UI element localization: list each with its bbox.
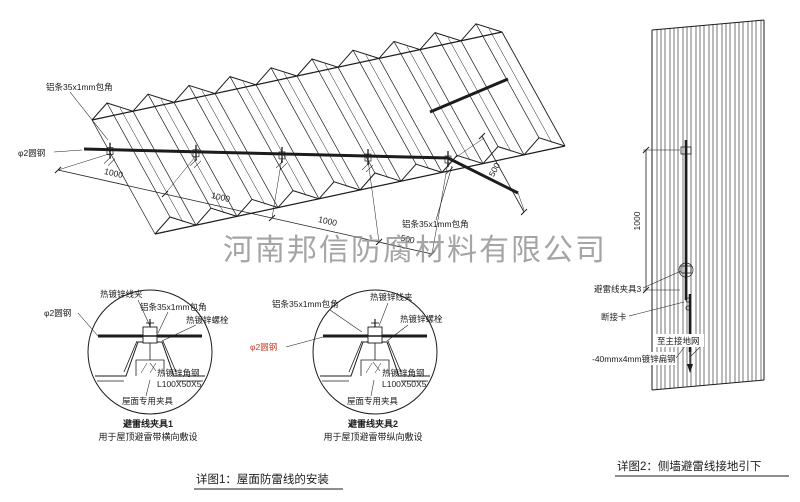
dim-1000-2: 1000 bbox=[210, 190, 231, 204]
d2-title: 避雷线夹具2 bbox=[348, 418, 398, 429]
d2-label-rod: φ2圆钢 bbox=[250, 342, 277, 352]
wall-label-clamp3: 避雷线夹具3 bbox=[594, 284, 642, 294]
watermark-text: 河南邦信防腐材料有限公司 bbox=[223, 234, 607, 267]
label-backing-2 bbox=[648, 352, 676, 365]
d2-label-angle-1: 热镀锌角钢 bbox=[382, 368, 425, 378]
wall-label-to-ground: 至主接地网 bbox=[657, 336, 700, 346]
d2-label-strip: 铝条35x1mm包角 bbox=[272, 299, 339, 309]
d1-label-roof-clamp: 屋面专用夹具 bbox=[122, 396, 174, 406]
d1-subtitle: 用于屋顶避雷带横向敷设 bbox=[98, 431, 197, 442]
d1-title: 避雷线夹具1 bbox=[123, 418, 173, 429]
d1-label-strip: 铝条35x1mm包角 bbox=[140, 302, 207, 312]
d1-label-angle-2: L100X50X5 bbox=[157, 379, 202, 389]
caption-detail1: 详图1：屋面防雷线的安装 bbox=[196, 472, 329, 486]
d1-label-angle-1: 热镀锌角钢 bbox=[157, 368, 200, 378]
label-aluminum-strip-top: 铝条35x1mm包角 bbox=[46, 82, 113, 92]
d1-label-clamp: 热镀锌线夹 bbox=[100, 289, 143, 299]
dim-1000-3: 1000 bbox=[317, 214, 338, 228]
d2-label-bolt: 热镀锌螺栓 bbox=[400, 314, 443, 324]
dim-500-right: 500 bbox=[487, 161, 502, 178]
d1-label-rod: φ2圆钢 bbox=[44, 308, 71, 318]
d1-label-bolt: 热镀锌螺栓 bbox=[186, 315, 229, 325]
wall-dim-1000: 1000 bbox=[632, 211, 642, 230]
d2-subtitle: 用于屋顶避雷带纵向敷设 bbox=[323, 431, 422, 442]
cad-linework bbox=[53, 19, 765, 415]
d2-label-clamp: 热镀锌线夹 bbox=[370, 292, 413, 302]
caption-detail2: 详图2：侧墙避雷线接地引下 bbox=[617, 459, 761, 473]
wall-label-disconnect: 断接卡 bbox=[601, 312, 627, 322]
label-aluminum-strip-bottom: 铝条35x1mm包角 bbox=[402, 219, 469, 229]
label-backing-1 bbox=[654, 334, 704, 347]
wall-label-flat-steel: -40mmx4mm镀锌扁钢 bbox=[592, 354, 676, 364]
d2-label-roof-clamp: 屋面专用夹具 bbox=[347, 396, 399, 406]
label-round-steel-main: φ2圆钢 bbox=[18, 148, 45, 158]
d2-label-angle-2: L100X50X5 bbox=[382, 379, 427, 389]
dim-1000-1: 1000 bbox=[103, 166, 124, 180]
dim-500-bottom: 500 bbox=[400, 233, 416, 246]
